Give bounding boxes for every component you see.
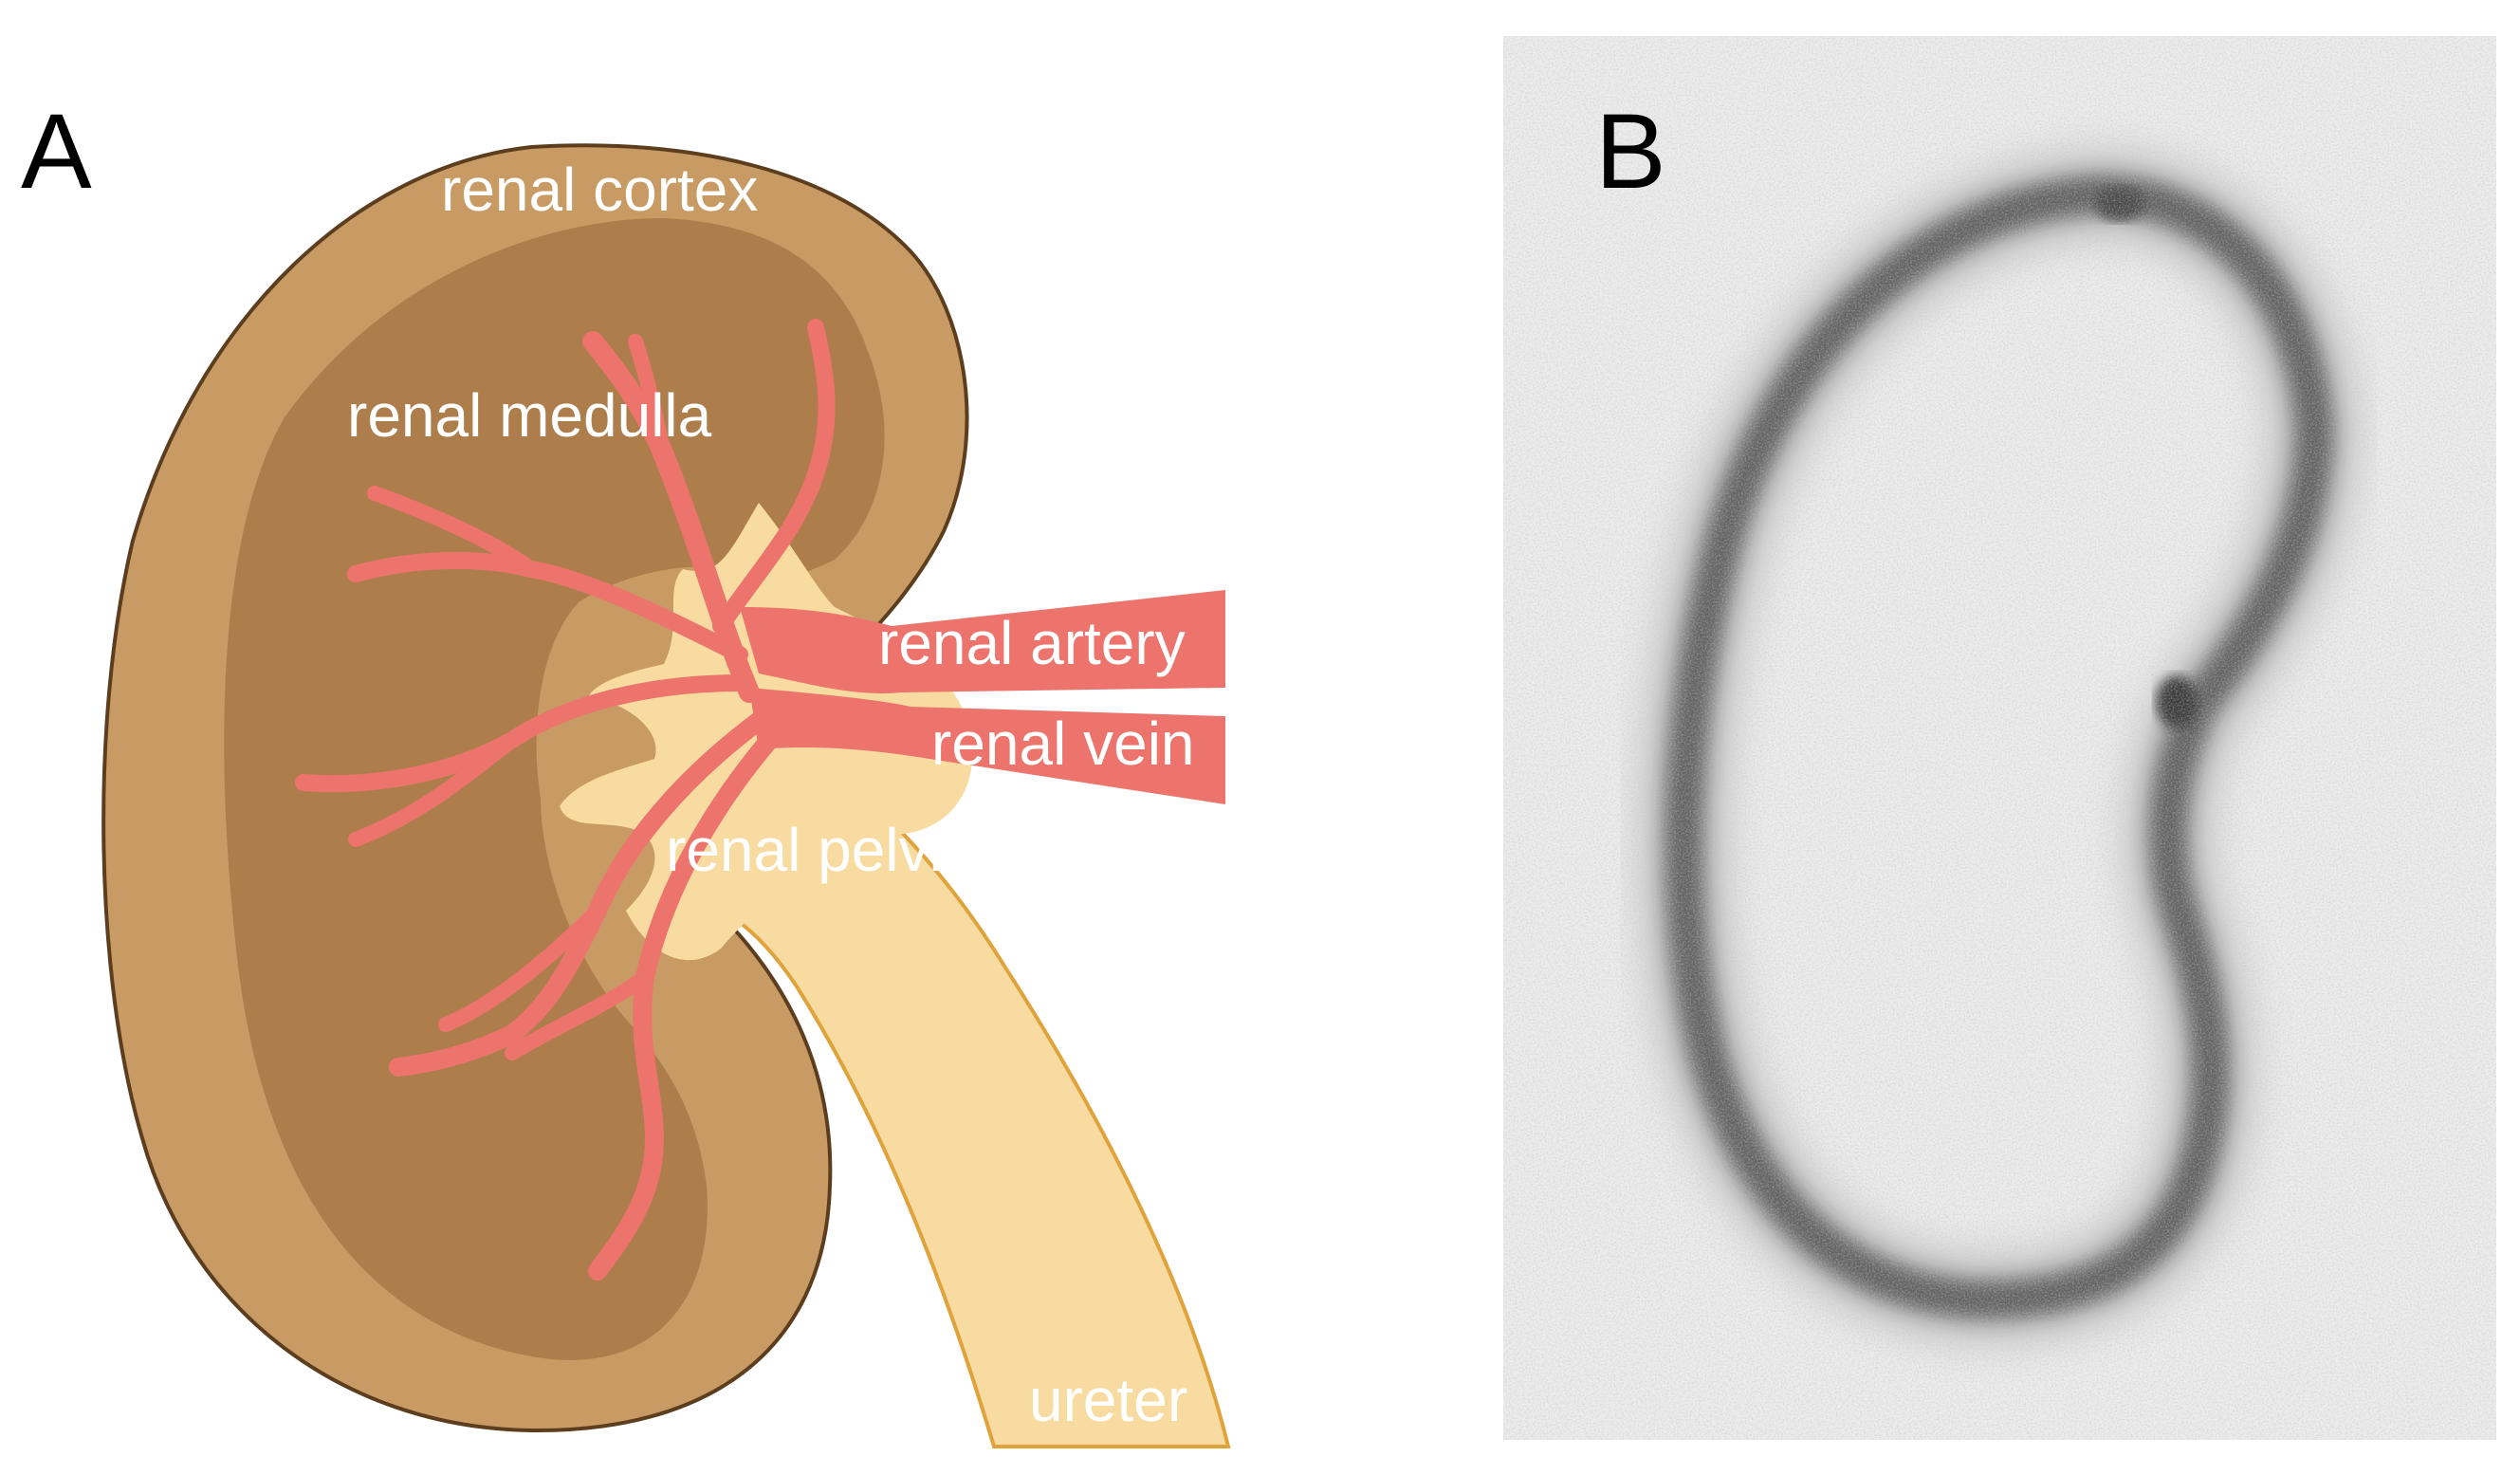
label-renal-vein: renal vein bbox=[931, 710, 1195, 778]
kidney-scan-image bbox=[1503, 36, 2496, 1440]
renal-vessels bbox=[740, 590, 1225, 804]
panel-a-letter: A bbox=[21, 92, 92, 211]
renal-vessel-branches bbox=[295, 319, 836, 1281]
panel-a: A renal cortex bbox=[21, 92, 1231, 1448]
label-renal-artery: renal artery bbox=[878, 609, 1186, 677]
panel-b-letter: B bbox=[1595, 92, 1666, 211]
renal-vein-shape bbox=[749, 688, 1225, 804]
label-renal-cortex: renal cortex bbox=[441, 156, 758, 224]
renal-artery-shape bbox=[740, 590, 1225, 693]
label-renal-medulla: renal medulla bbox=[347, 381, 712, 450]
label-renal-pelvis: renal pelvis bbox=[666, 816, 973, 884]
label-ureter: ureter bbox=[1029, 1366, 1187, 1434]
panel-b: B bbox=[1503, 36, 2496, 1440]
